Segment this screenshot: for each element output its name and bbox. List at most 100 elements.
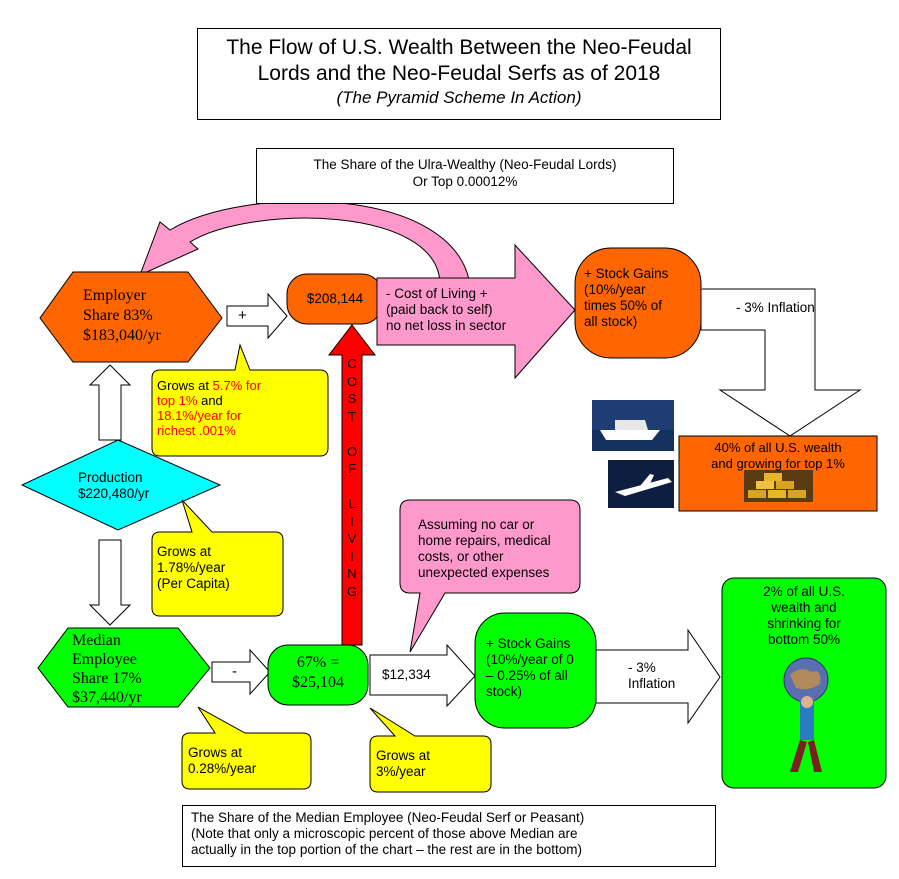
bottom-wealth-line-3: shrinking for (767, 616, 841, 631)
grows-median-line-2: 0.28%/year (188, 761, 257, 776)
inflation-bent-arrow (700, 288, 862, 437)
top-wealth-label: 40% of all U.S. wealth and growing for t… (680, 440, 876, 472)
stock-gains-bottom-label: + Stock Gains (10%/year of 0 – 0.25% of … (486, 636, 574, 700)
median-value-label: 67% = $25,104 (270, 653, 366, 693)
cost-of-living-letter: O (346, 373, 358, 389)
grows-employer-prefix: Grows at (157, 378, 213, 393)
yacht-jet-image (592, 400, 674, 508)
grows-employer-rate-top1: 5.7% for (212, 378, 262, 393)
grows-median-callout (181, 706, 312, 790)
grows-employer-group-top1: top 1% (157, 393, 198, 408)
inflation-bottom-line-2: Inflation (628, 676, 676, 691)
inflation-top-label: - 3% Inflation (736, 300, 815, 315)
stock-gains-top-line-1: + Stock Gains (584, 266, 669, 281)
title-subtitle: (The Pyramid Scheme In Action) (336, 88, 582, 107)
stock-gains-bottom-line-4: stock) (486, 684, 523, 699)
assumption-line-3: costs, or other (418, 549, 504, 564)
cost-of-living-line-1: - Cost of Living + (386, 286, 488, 301)
bottom-wealth-label: 2% of all U.S. wealth and shrinking for … (724, 584, 884, 648)
top-value-label: $208,144 (306, 291, 364, 306)
cost-of-living-letter: N (347, 566, 357, 581)
median-hexagon (37, 627, 211, 708)
cost-of-living-letter: L (348, 496, 356, 511)
median-value-box (267, 644, 369, 706)
cost-of-living-letter: I (350, 548, 354, 564)
grows-value-line-2: 3%/year (376, 764, 426, 779)
stock-gains-bottom-line-2: (10%/year of 0 (486, 652, 574, 667)
median-line-3: Share 17% (72, 670, 142, 687)
employer-hexagon (39, 271, 223, 363)
assumption-line-1: Assuming no car or (418, 517, 535, 532)
grows-production-line-2: 1.78%/year (157, 560, 226, 575)
grows-production-callout (151, 499, 284, 617)
top-share-label: The Share of the Ulra-Wealthy (Neo-Feuda… (256, 148, 674, 204)
bottom-share-line-1: The Share of the Median Employee (Neo-Fe… (191, 810, 585, 825)
grows-median-label: Grows at 0.28%/year (188, 745, 256, 777)
cost-of-living-line-2: (paid back to self) (386, 302, 493, 317)
production-down-arrow (88, 539, 132, 626)
median-line-4: $37,440/yr (72, 689, 142, 706)
grows-median-line-1: Grows at (188, 745, 243, 760)
pink-return-arrow (139, 200, 471, 286)
inflation-bottom-arrow (595, 628, 721, 725)
median-line-2: Employee (72, 651, 137, 668)
grows-employer-group-richest: richest .001% (157, 423, 236, 438)
cost-of-living-arrow (376, 243, 576, 380)
top-share-line-2: Or Top 0.00012% (412, 174, 518, 189)
inflation-bottom-label: - 3% Inflation (628, 660, 675, 692)
cost-of-living-letter: C (347, 356, 357, 371)
bottom-value-label: $12,334 (382, 667, 431, 682)
assumption-line-2: home repairs, medical (418, 533, 551, 548)
stock-gains-top-label: + Stock Gains (10%/year times 50% of all… (584, 266, 668, 330)
stock-gains-top-line-2: (10%/year (584, 282, 646, 297)
minus-arrow-shape (211, 648, 271, 696)
bottom-wealth-line-1: 2% of all U.S. (763, 584, 845, 599)
median-label: Median Employee Share 17% $37,440/yr (72, 631, 142, 707)
cost-of-living-letter: F (348, 461, 356, 476)
top-wealth-line-1: 40% of all U.S. wealth (714, 440, 842, 455)
employer-line-1: Employer (83, 287, 147, 304)
grows-production-line-3: (Per Capita) (157, 576, 230, 591)
assumption-line-4: unexpected expenses (418, 565, 550, 580)
cost-of-living-letter: S (347, 391, 357, 406)
cost-of-living-label: - Cost of Living + (paid back to self) n… (386, 286, 506, 334)
bottom-share-line-3: actually in the top portion of the chart… (191, 842, 582, 857)
cost-of-living-letter (342, 478, 362, 496)
production-up-arrow (88, 364, 132, 441)
production-diamond (20, 439, 222, 531)
production-line-2: $220,480/yr (78, 486, 150, 501)
inflation-bottom-line-1: - 3% (628, 660, 656, 675)
grows-production-line-1: Grows at (157, 544, 212, 559)
cost-of-living-letter: T (348, 408, 356, 424)
employer-line-3: $183,040/yr (83, 327, 161, 344)
gold-bars-image (744, 470, 813, 502)
cost-of-living-letter: O (346, 443, 358, 459)
plus-arrow-shape (226, 292, 288, 340)
cost-of-living-letter: I (350, 513, 354, 529)
cost-of-living-letter: G (346, 583, 358, 599)
grows-production-label: Grows at 1.78%/year (Per Capita) (157, 544, 230, 592)
bottom-value-arrow (369, 643, 476, 708)
title-line-2: Lords and the Neo-Feudal Serfs as of 201… (257, 62, 661, 85)
grows-employer-rate-richest: 18.1%/year for (157, 408, 242, 423)
grows-value-callout (369, 707, 492, 793)
cost-of-living-line-3: no net loss in sector (386, 318, 507, 333)
median-value-line-1: 67% = (296, 654, 340, 671)
stock-gains-bottom-line-3: – 0.25% of all (486, 668, 568, 683)
atlas-image (765, 657, 847, 778)
bottom-wealth-line-2: wealth and (771, 600, 837, 615)
cost-of-living-letter: V (347, 531, 357, 546)
grows-employer-callout (151, 343, 329, 457)
median-line-1: Median (72, 632, 121, 649)
bottom-share-line-2: (Note that only a microscopic percent of… (191, 826, 578, 841)
stock-gains-top-line-4: all stock) (584, 314, 638, 329)
diagram-title: The Flow of U.S. Wealth Between the Neo-… (197, 28, 721, 120)
cost-of-living-letter (342, 425, 362, 443)
top-wealth-line-2: and growing for top 1% (711, 456, 845, 471)
production-label: Production $220,480/yr (78, 470, 149, 502)
assumption-label: Assuming no car or home repairs, medical… (418, 517, 551, 581)
employer-line-2: Share 83% (83, 307, 153, 324)
median-value-line-2: $25,104 (292, 674, 344, 691)
